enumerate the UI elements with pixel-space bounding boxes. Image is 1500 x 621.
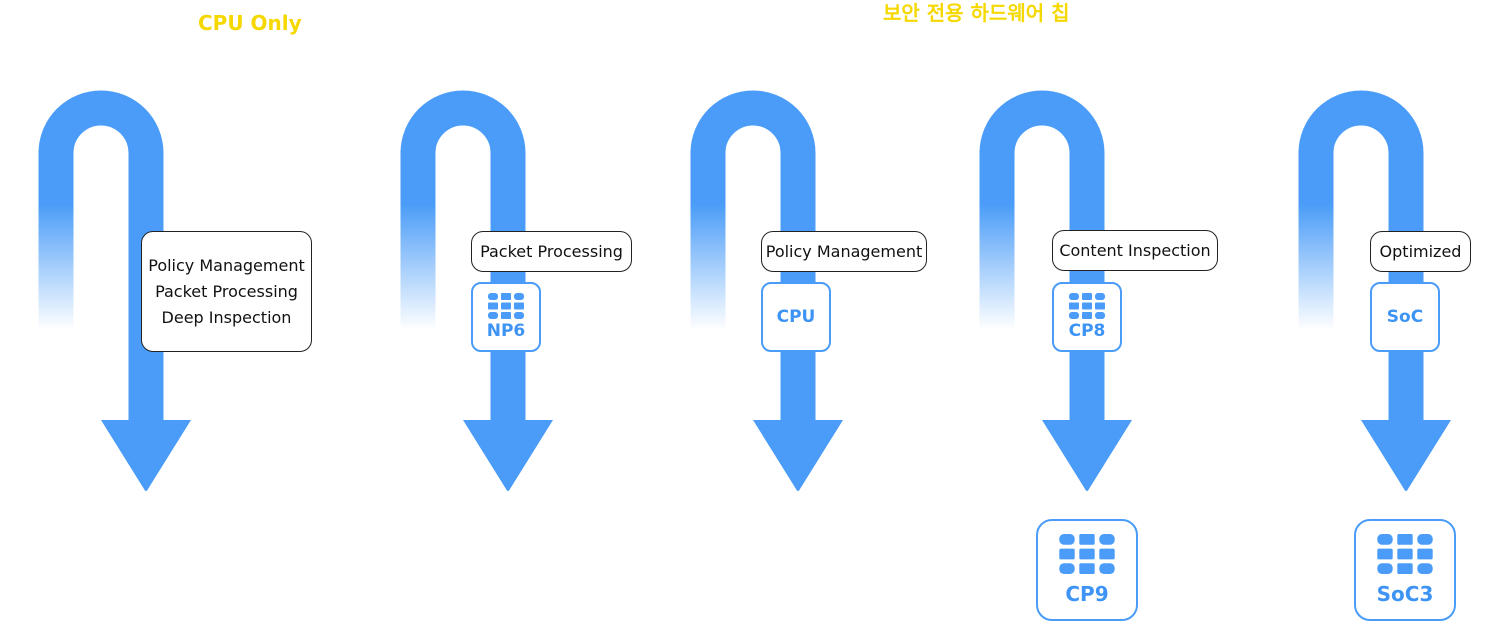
heading-security-hardware-chip: 보안 전용 하드웨어 칩 <box>883 1 1070 25</box>
chip-label: NP6 <box>486 321 526 341</box>
arrow-head <box>1361 420 1451 491</box>
chip-cp8: CP8 <box>1052 282 1122 352</box>
arrow-tail <box>400 150 436 330</box>
label-policy-management: Policy Management <box>148 255 305 275</box>
chip-cp9: CP9 <box>1036 519 1138 621</box>
arrow-body <box>400 90 526 425</box>
arrow-tail <box>690 150 726 330</box>
label-content-inspection: Content Inspection <box>1059 240 1211 260</box>
chip-np6: NP6 <box>471 282 541 352</box>
label-packet-processing: Packet Processing <box>480 241 623 261</box>
label-box-cpu: Policy Management <box>761 231 927 272</box>
chip-label: CP9 <box>1065 582 1109 606</box>
arrow-body <box>979 90 1105 425</box>
chip-label: SoC3 <box>1376 582 1434 606</box>
chip-cpu: CPU <box>761 282 831 352</box>
chip-soc3: SoC3 <box>1354 519 1456 621</box>
chip-label: SoC <box>1386 307 1424 327</box>
arrow-head <box>753 420 843 491</box>
fortinet-chip-icon <box>1069 293 1105 319</box>
label-box-cpu-only: Policy Management Packet Processing Deep… <box>141 231 312 352</box>
arrow-tail <box>979 150 1015 330</box>
heading-cpu-only: CPU Only <box>198 11 302 35</box>
fortinet-chip-icon <box>1059 534 1115 574</box>
arrow-head <box>1042 420 1132 491</box>
arrow-body <box>38 90 164 425</box>
arrow-head <box>101 420 191 491</box>
label-box-soc: Optimized <box>1370 231 1471 272</box>
label-policy-management: Policy Management <box>765 241 923 261</box>
label-box-cp8: Content Inspection <box>1052 230 1218 271</box>
arrow-head <box>463 420 553 491</box>
fortinet-chip-icon <box>488 293 524 319</box>
arrow-tail <box>38 150 74 330</box>
chip-label: CP8 <box>1068 321 1106 341</box>
chip-label: CPU <box>776 307 816 327</box>
label-box-np6: Packet Processing <box>471 231 632 272</box>
fortinet-chip-icon <box>1377 534 1433 574</box>
arrow-body <box>690 90 816 425</box>
arrow-body <box>1298 90 1424 425</box>
label-optimized: Optimized <box>1379 241 1462 261</box>
label-deep-inspection: Deep Inspection <box>161 307 292 327</box>
arrow-tail <box>1298 150 1334 330</box>
chip-soc: SoC <box>1370 282 1440 352</box>
label-packet-processing: Packet Processing <box>155 281 298 301</box>
